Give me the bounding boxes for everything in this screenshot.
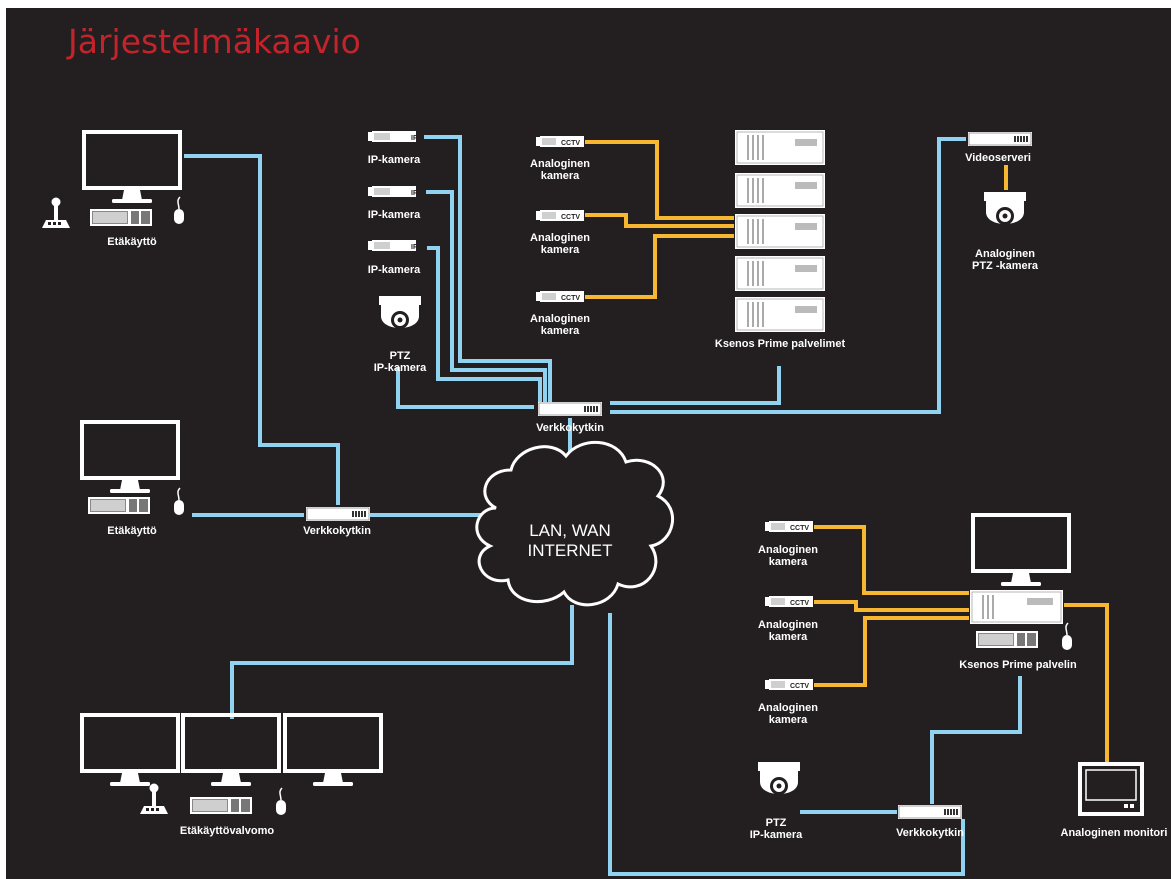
analog-top-1-tag: CCTV [561, 140, 580, 147]
analog-camera-br-1-label-a: Analoginen [758, 544, 818, 556]
ip-camera-3-label: IP-kamera [367, 264, 421, 276]
switch-top-label: Verkkokytkin [536, 422, 604, 434]
analog-monitor-label: Analoginen monitori [1060, 827, 1168, 839]
ip-camera-2-label: IP-kamera [367, 209, 421, 221]
diagram-board: Järjestelmäkaavio [6, 8, 1171, 879]
analog-top-3-tag: CCTV [561, 295, 580, 302]
ptz-ip-camera-bottom-label-2: IP-kamera [749, 829, 803, 841]
ip-cam-1-tag: IP [411, 135, 418, 142]
analog-camera-top-3-label-b: kamera [540, 325, 580, 337]
analog-camera-top-2-label-b: kamera [540, 244, 580, 256]
ptz-ip-camera-top-label-2: IP-kamera [373, 362, 427, 374]
ptz-analog-camera-label-2: PTZ -kamera [971, 260, 1039, 272]
cloud-label-1: LAN, WAN [529, 521, 611, 540]
switch-bottom-label: Verkkokytkin [896, 827, 964, 839]
ip-camera-1-label: IP-kamera [367, 154, 421, 166]
analog-camera-br-2-label-a: Analoginen [758, 619, 818, 631]
diagram-title: Järjestelmäkaavio [68, 22, 361, 61]
analog-camera-br-1-label-b: kamera [768, 556, 808, 568]
cloud-label-2: INTERNET [527, 541, 613, 560]
analog-br-3-tag: CCTV [790, 683, 809, 690]
analog-camera-br-3-label-a: Analoginen [758, 702, 818, 714]
diagram-canvas: IP IP IP CCTV CCTV CCTV CCTV CCTV CCTV [42, 129, 1144, 876]
videoserver-label: Videoserveri [965, 152, 1031, 164]
ip-cam-2-tag: IP [411, 190, 418, 197]
analog-camera-br-2-label-b: kamera [768, 631, 808, 643]
analog-br-2-tag: CCTV [790, 600, 809, 607]
servers-label: Ksenos Prime palvelimet [714, 338, 846, 350]
remote-access-1-label: Etäkäyttö [107, 236, 157, 248]
ptz-ip-camera-top-label-1: PTZ [389, 350, 411, 362]
ptz-ip-camera-bottom-label-1: PTZ [765, 817, 787, 829]
analog-top-2-tag: CCTV [561, 214, 580, 221]
analog-camera-top-3-label-a: Analoginen [530, 313, 590, 325]
switch-left-label: Verkkokytkin [303, 525, 371, 537]
ptz-analog-camera-label-1: Analoginen [975, 248, 1035, 260]
ip-cam-3-tag: IP [411, 244, 418, 251]
analog-camera-top-2-label-a: Analoginen [530, 232, 590, 244]
analog-camera-top-1-label-b: kamera [540, 170, 580, 182]
remote-access-2-label: Etäkäyttö [107, 525, 157, 537]
server-single-label: Ksenos Prime palvelin [959, 659, 1077, 671]
network-cloud [475, 441, 675, 607]
analog-br-1-tag: CCTV [790, 525, 809, 532]
control-room-label: Etäkäyttövalvomo [179, 825, 275, 837]
analog-camera-br-3-label-b: kamera [768, 714, 808, 726]
network-cables [184, 135, 1022, 876]
analog-camera-top-1-label-a: Analoginen [530, 158, 590, 170]
analog-cables [585, 140, 1109, 766]
